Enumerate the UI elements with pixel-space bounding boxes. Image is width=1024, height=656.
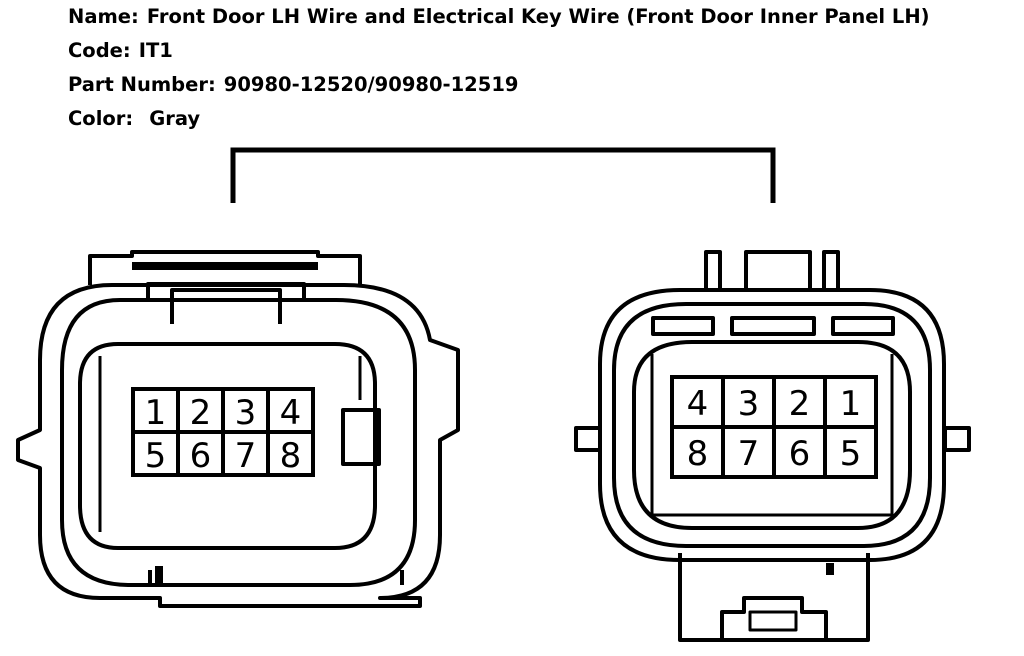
right-pin-label: 1 — [840, 384, 862, 424]
right-bottom-lock — [720, 596, 828, 640]
right-pin-grid: 4 3 2 1 8 7 6 5 — [670, 375, 878, 479]
left-pin-label: 3 — [235, 393, 257, 433]
left-pin: 7 — [221, 430, 270, 477]
left-connector — [16, 250, 460, 608]
part-number-line: Part Number: 90980-12520/90980-12519 — [68, 68, 930, 102]
name-value: Front Door LH Wire and Electrical Key Wi… — [146, 5, 930, 28]
right-top-post-right — [822, 250, 840, 290]
code-line: Code: IT1 — [68, 34, 930, 68]
left-top-latch — [88, 250, 362, 285]
right-key-slot-right — [831, 316, 895, 336]
right-pin-label: 8 — [687, 434, 709, 474]
color-label: Color: — [68, 107, 134, 130]
part-number-label: Part Number: — [68, 73, 216, 96]
right-bottom-mark — [826, 563, 834, 575]
left-bottom-mark — [155, 566, 163, 584]
right-pin: 7 — [721, 425, 776, 479]
name-label: Name: — [68, 5, 139, 28]
right-pin: 8 — [670, 425, 725, 479]
connector-info: Name: Front Door LH Wire and Electrical K… — [68, 0, 930, 136]
right-key-slot-center — [730, 316, 816, 336]
right-pin: 4 — [670, 375, 725, 429]
part-number-value: 90980-12520/90980-12519 — [223, 73, 519, 96]
right-inner-rib — [650, 354, 894, 517]
right-connector — [574, 250, 971, 642]
right-pin: 1 — [823, 375, 878, 429]
left-latch-lever — [170, 288, 282, 324]
right-pin-label: 5 — [840, 434, 862, 474]
right-pin: 3 — [721, 375, 776, 429]
left-pin: 8 — [266, 430, 315, 477]
left-bottom-tabs — [148, 570, 404, 585]
right-housing-wall — [612, 302, 932, 548]
left-pin: 5 — [131, 430, 180, 477]
right-bottom-extension — [678, 553, 870, 642]
left-housing-inner — [78, 342, 377, 550]
left-housing-wall — [60, 298, 417, 587]
right-side-tab-left — [574, 426, 602, 452]
right-pin-label: 6 — [789, 434, 811, 474]
right-pin-label: 2 — [789, 384, 811, 424]
left-pin-label: 2 — [190, 393, 212, 433]
pairing-bracket — [230, 147, 776, 203]
right-pin-label: 7 — [738, 434, 760, 474]
right-key-slot-left — [651, 316, 715, 336]
color-line: Color: Gray — [68, 102, 930, 136]
left-pin-grid: 1 2 3 4 5 6 7 8 — [131, 387, 315, 477]
right-pin: 5 — [823, 425, 878, 479]
right-pin-label: 3 — [738, 384, 760, 424]
left-pin: 4 — [266, 387, 315, 434]
left-pin-label: 7 — [235, 436, 257, 476]
left-pin: 1 — [131, 387, 180, 434]
left-pin-label: 1 — [145, 393, 167, 433]
left-pin-label: 8 — [280, 436, 302, 476]
left-side-lock — [341, 408, 381, 466]
right-top-post-center — [744, 250, 812, 290]
right-bottom-lock-inner — [748, 610, 798, 632]
code-label: Code: — [68, 39, 131, 62]
right-pin: 6 — [772, 425, 827, 479]
left-pin-label: 6 — [190, 436, 212, 476]
right-housing-inner — [632, 340, 912, 530]
right-pin-label: 4 — [687, 384, 709, 424]
left-pin-label: 5 — [145, 436, 167, 476]
right-top-post-left — [704, 250, 722, 290]
left-pin: 3 — [221, 387, 270, 434]
right-pin: 2 — [772, 375, 827, 429]
left-housing-outer — [16, 283, 460, 608]
left-pin-label: 4 — [280, 393, 302, 433]
left-pin: 6 — [176, 430, 225, 477]
name-line: Name: Front Door LH Wire and Electrical K… — [68, 0, 930, 34]
right-side-tab-right — [943, 426, 971, 452]
left-pin: 2 — [176, 387, 225, 434]
color-value: Gray — [149, 107, 201, 130]
code-value: IT1 — [138, 39, 173, 62]
